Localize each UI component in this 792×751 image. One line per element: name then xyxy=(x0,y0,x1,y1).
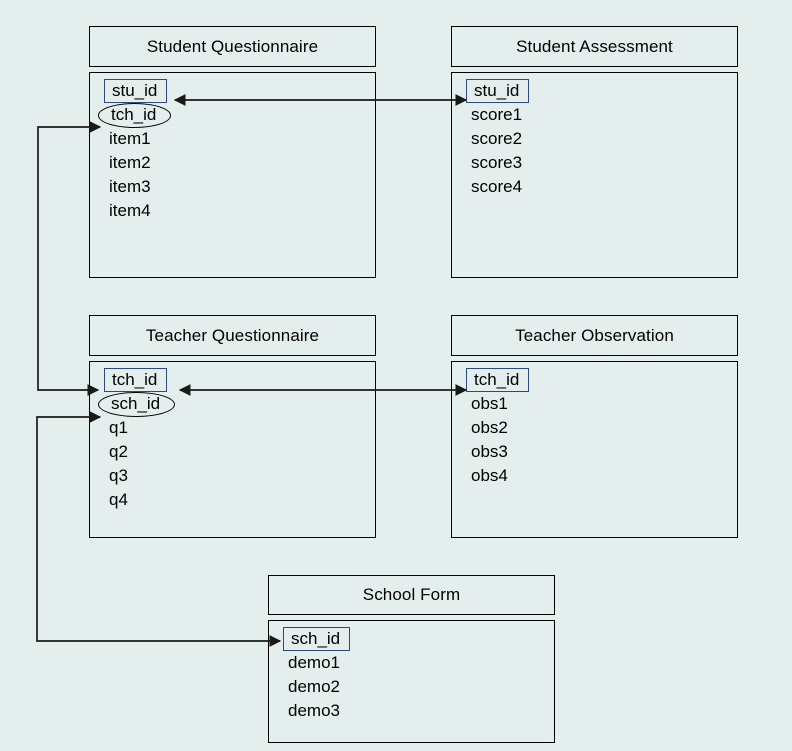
attribute-tch-id[interactable]: tch_id xyxy=(90,103,375,128)
entity-title-teacher-questionnaire: Teacher Questionnaire xyxy=(89,315,376,356)
attribute-obs2: obs2 xyxy=(471,418,508,437)
entity-body-teacher-questionnaire: tch_id sch_id q1 q2 q3 q4 xyxy=(89,361,376,538)
entity-body-teacher-observation: tch_id obs1 obs2 obs3 obs4 xyxy=(451,361,738,538)
attribute-item4: item4 xyxy=(109,201,151,220)
attribute-score1: score1 xyxy=(471,105,523,124)
attribute-sch-id[interactable]: sch_id xyxy=(269,627,554,651)
entity-title-teacher-observation: Teacher Observation xyxy=(451,315,738,356)
attribute-tch-id[interactable]: tch_id xyxy=(452,368,737,392)
attribute-stu-id[interactable]: stu_id xyxy=(452,79,737,103)
attribute-stu-id[interactable]: stu_id xyxy=(90,79,375,103)
entity-title-label: Teacher Questionnaire xyxy=(145,325,320,345)
attribute-q3: q3 xyxy=(109,466,128,485)
entity-title-student-assessment: Student Assessment xyxy=(451,26,738,67)
attribute-tch-id[interactable]: tch_id xyxy=(90,368,375,392)
attribute-score4: score4 xyxy=(471,177,523,196)
attribute-demo3: demo3 xyxy=(288,701,340,720)
attribute-item3: item3 xyxy=(109,177,151,196)
entity-title-label: Student Questionnaire xyxy=(146,36,319,56)
attribute-obs3: obs3 xyxy=(471,442,508,461)
entity-title-school-form: School Form xyxy=(268,575,555,615)
entity-body-student-questionnaire: stu_id tch_id item1 item2 item3 item4 xyxy=(89,72,376,278)
attribute-q1: q1 xyxy=(109,418,128,437)
attribute-q2: q2 xyxy=(109,442,128,461)
entity-title-student-questionnaire: Student Questionnaire xyxy=(89,26,376,67)
entity-title-label: Student Assessment xyxy=(516,36,673,56)
entity-title-label: School Form xyxy=(362,585,461,604)
attribute-sch-id[interactable]: sch_id xyxy=(90,392,375,417)
attribute-demo2: demo2 xyxy=(288,677,340,696)
entity-body-student-assessment: stu_id score1 score2 score3 score4 xyxy=(451,72,738,278)
attribute-score2: score2 xyxy=(471,129,523,148)
attribute-q4: q4 xyxy=(109,490,128,509)
attribute-obs4: obs4 xyxy=(471,466,508,485)
attribute-demo1: demo1 xyxy=(288,653,340,672)
entity-body-school-form: sch_id demo1 demo2 demo3 xyxy=(268,620,555,743)
attribute-score3: score3 xyxy=(471,153,523,172)
attribute-obs1: obs1 xyxy=(471,394,508,413)
attribute-item1: item1 xyxy=(109,129,151,148)
entity-title-label: Teacher Observation xyxy=(515,325,674,345)
attribute-item2: item2 xyxy=(109,153,151,172)
